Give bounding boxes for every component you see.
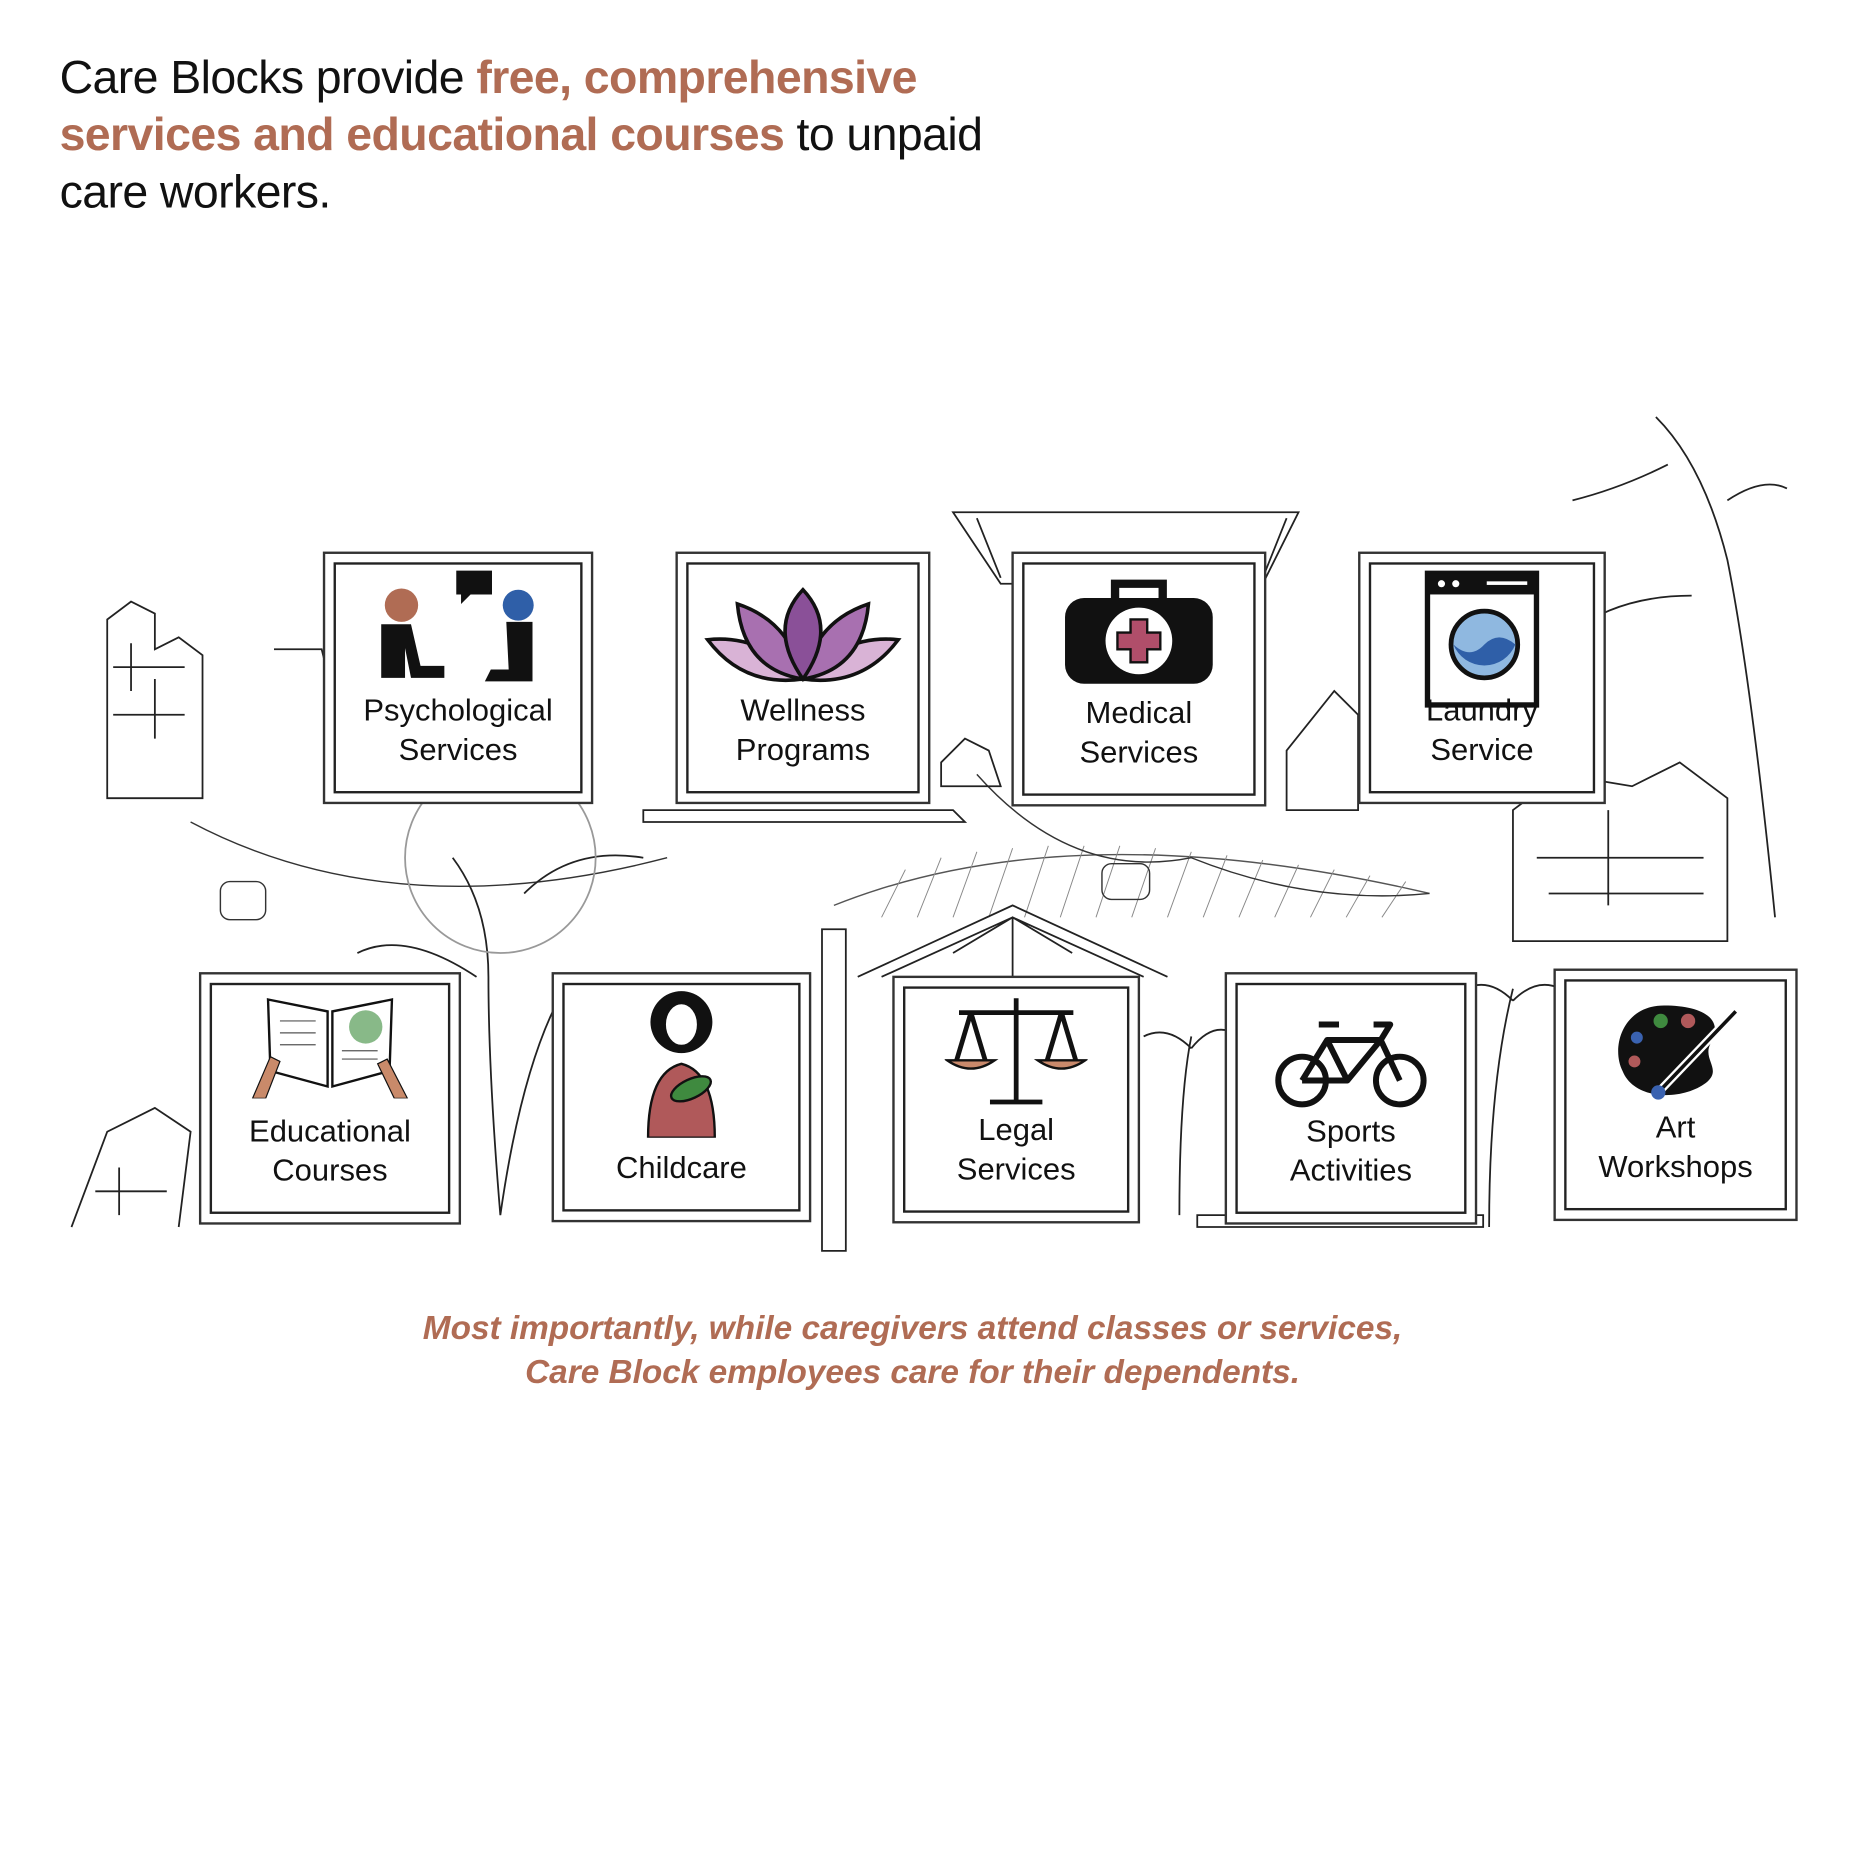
mother-baby-icon <box>646 991 716 1138</box>
title-suffix: to unpaid care workers. <box>59 109 983 219</box>
footer-line-1: Most importantly, while caregivers atten… <box>422 1309 1403 1347</box>
lotus-icon <box>704 587 902 683</box>
palette-icon <box>1617 1005 1739 1100</box>
service-card-childcare[interactable]: Childcare <box>562 982 801 1212</box>
cable-car-icon <box>219 880 267 921</box>
bicycle-icon <box>1275 1021 1427 1108</box>
open-book-icon <box>251 998 409 1099</box>
washing-machine-icon <box>1424 570 1540 708</box>
title-highlight: free, comprehensive services and educati… <box>59 52 918 161</box>
page-title: Care Blocks provide free, comprehensive … <box>60 50 1013 222</box>
cable-car-icon <box>1101 862 1151 901</box>
footer-line-2: Care Block employees care for their depe… <box>525 1353 1300 1391</box>
service-label: Childcare <box>615 1149 747 1186</box>
sketch-landscape-background <box>70 416 1788 1252</box>
scales-icon <box>944 998 1088 1105</box>
medical-kit-icon <box>1065 579 1213 684</box>
title-prefix: Care Blocks provide <box>59 52 477 104</box>
therapy-conversation-icon <box>380 570 534 682</box>
footer-note: Most importantly, while caregivers atten… <box>0 1306 1825 1394</box>
